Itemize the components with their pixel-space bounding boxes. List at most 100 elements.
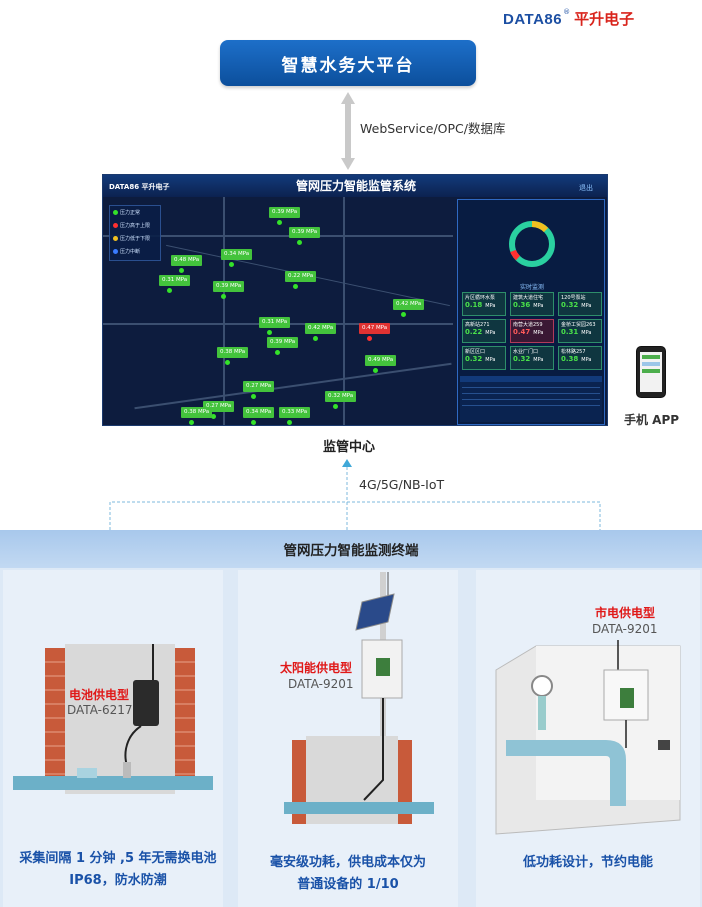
- pressure-marker[interactable]: 0.34 MPa: [243, 407, 275, 418]
- card-name: 南营大道259: [513, 322, 543, 328]
- back-wall: [536, 646, 680, 800]
- brand-registered-mark: ®: [563, 8, 571, 16]
- cabinet-device: [376, 658, 390, 676]
- battery-type-title: 电池供电型: [69, 688, 130, 702]
- card-unit: MPa: [485, 303, 496, 309]
- pressure-marker[interactable]: 0.39 MPa: [213, 281, 245, 292]
- card-unit: MPa: [485, 357, 496, 363]
- pressure-gauge-icon: [531, 675, 553, 697]
- platform-box: 智慧水务大平台: [220, 40, 476, 86]
- battery-desc-line2: IP68，防水防潮: [69, 873, 167, 888]
- dashboard-logo: DATA86 平升电子: [109, 183, 170, 191]
- phone-icon: [636, 346, 666, 398]
- marker-dot: [229, 262, 234, 267]
- event-table: [460, 376, 602, 422]
- pressure-marker[interactable]: 0.49 MPa: [365, 355, 397, 366]
- marker-dot: [401, 312, 406, 317]
- water-pipe: [284, 802, 434, 814]
- pressure-marker[interactable]: 0.38 MPa: [217, 347, 249, 358]
- card-unit: MPa: [533, 330, 544, 336]
- pressure-marker[interactable]: 0.38 MPa: [181, 407, 213, 418]
- card-name: 片区循环水泵: [465, 295, 496, 301]
- marker-dot: [251, 420, 256, 425]
- status-donut-chart: [509, 221, 555, 267]
- pressure-marker[interactable]: 0.42 MPa: [305, 323, 337, 334]
- marker-dot: [367, 336, 372, 341]
- card-value: 0.32: [561, 301, 579, 309]
- brand-company: 平升电子: [574, 10, 635, 28]
- phone-screen-bar: [642, 362, 660, 366]
- pressure-marker[interactable]: 0.22 MPa: [285, 271, 317, 282]
- pressure-marker[interactable]: 0.34 MPa: [221, 249, 253, 260]
- legend-low-dot: [113, 236, 118, 241]
- legend-offline-dot: [113, 249, 118, 254]
- marker-dot: [275, 350, 280, 355]
- pressure-marker[interactable]: 0.27 MPa: [243, 381, 275, 392]
- dashboard-exit-button[interactable]: 退出: [579, 184, 593, 192]
- card-value: 0.32: [465, 355, 483, 363]
- legend-item[interactable]: 压力中断: [110, 245, 160, 258]
- pressure-marker[interactable]: 0.47 MPa: [359, 323, 391, 334]
- battery-install-illustration: [13, 644, 213, 794]
- pressure-marker[interactable]: 0.48 MPa: [171, 255, 203, 266]
- card-unit: MPa: [533, 357, 544, 363]
- marker-dot: [179, 268, 184, 273]
- card-unit: MPa: [581, 303, 592, 309]
- water-pipe: [506, 740, 606, 756]
- marker-dot: [267, 330, 272, 335]
- marker-dot: [287, 420, 292, 425]
- event-table-header: [460, 376, 602, 382]
- pressure-marker[interactable]: 0.39 MPa: [267, 337, 299, 348]
- card-value: 0.47: [513, 328, 531, 336]
- legend-item[interactable]: 压力高于上限: [110, 219, 160, 232]
- marker-dot: [225, 360, 230, 365]
- solar-panel: [355, 593, 395, 631]
- card-unit: MPa: [581, 330, 592, 336]
- marker-dot: [167, 288, 172, 293]
- power-outlet-icon: [658, 740, 670, 750]
- card-unit: MPa: [533, 303, 544, 309]
- card-value: 0.32: [513, 355, 531, 363]
- pressure-marker[interactable]: 0.31 MPa: [259, 317, 291, 328]
- legend-normal-dot: [113, 210, 118, 215]
- pressure-marker[interactable]: 0.39 MPa: [269, 207, 301, 218]
- pressure-marker[interactable]: 0.32 MPa: [325, 391, 357, 402]
- marker-dot: [313, 336, 318, 341]
- pipe-fitting: [77, 768, 97, 778]
- legend-item[interactable]: 压力正常: [110, 206, 160, 219]
- card-unit: MPa: [485, 330, 496, 336]
- pressure-marker[interactable]: 0.27 MPa: [203, 401, 235, 412]
- pressure-marker[interactable]: 0.42 MPa: [393, 299, 425, 310]
- marker-dot: [211, 414, 216, 419]
- map-legend: 压力正常 压力高于上限 压力低于下限 压力中断: [109, 205, 161, 261]
- pressure-marker[interactable]: 0.33 MPa: [279, 407, 311, 418]
- event-table-row: [462, 393, 600, 394]
- arrow-shaft: [345, 103, 351, 161]
- marker-dot: [277, 220, 282, 225]
- arrow-down-head: [341, 158, 355, 170]
- legend-item[interactable]: 压力低于下限: [110, 232, 160, 245]
- map-road: [223, 197, 225, 425]
- pressure-marker[interactable]: 0.31 MPa: [159, 275, 191, 286]
- water-pipe: [13, 776, 213, 790]
- network-label: 4G/5G/NB-IoT: [359, 477, 445, 492]
- card-name: 松林路257: [561, 349, 586, 355]
- card-name: 高新站271: [465, 322, 490, 328]
- mobile-app-label: 手机 APP: [624, 413, 680, 427]
- solar-type-desc: 毫安级功耗，供电成本仅为 普通设备的 1/10: [238, 852, 458, 896]
- pressure-marker[interactable]: 0.39 MPa: [289, 227, 321, 238]
